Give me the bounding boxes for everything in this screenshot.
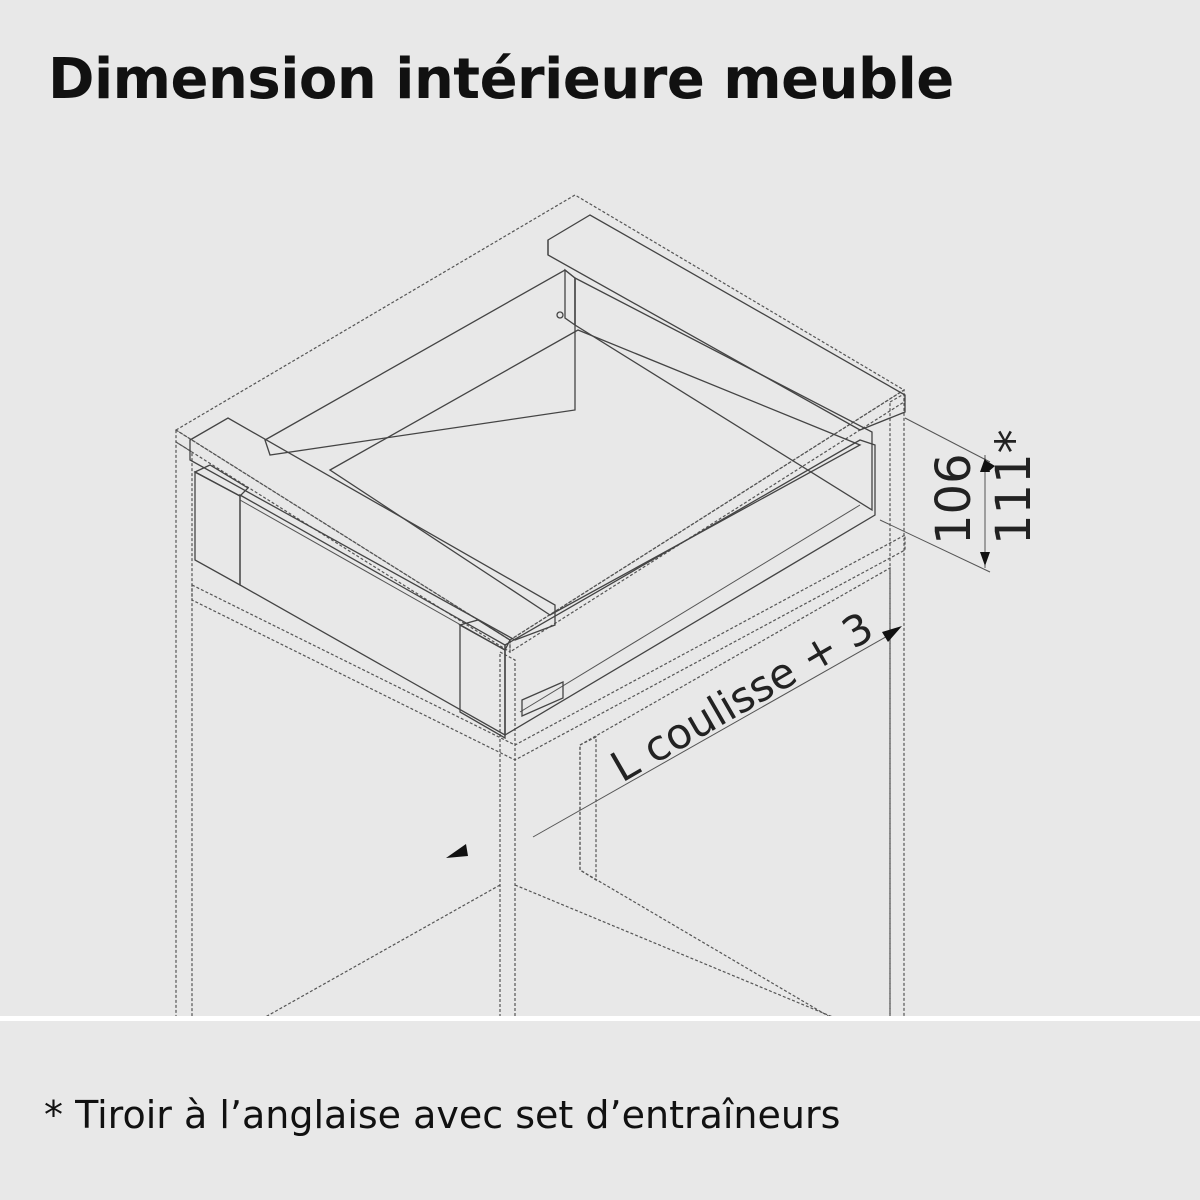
- dimension-111-label: 111*: [986, 429, 1042, 545]
- length-dimension: [446, 626, 902, 858]
- arrow-up-right-icon: [882, 626, 902, 642]
- height-dimension: [879, 417, 995, 573]
- dimension-106-label: 106: [926, 453, 982, 545]
- footnote: * Tiroir à l’anglaise avec set d’entraîn…: [44, 1093, 841, 1137]
- dimension-length-label: L coulisse + 3: [603, 602, 882, 791]
- footer-divider: [0, 1016, 1200, 1021]
- arrow-down-left-icon: [446, 844, 468, 858]
- cabinet-drawer-diagram: 106 111* L coulisse + 3: [174, 194, 1042, 1020]
- page-title: Dimension intérieure meuble: [48, 47, 954, 112]
- cabinet-outline: [174, 194, 906, 1020]
- drawer: [189, 214, 906, 740]
